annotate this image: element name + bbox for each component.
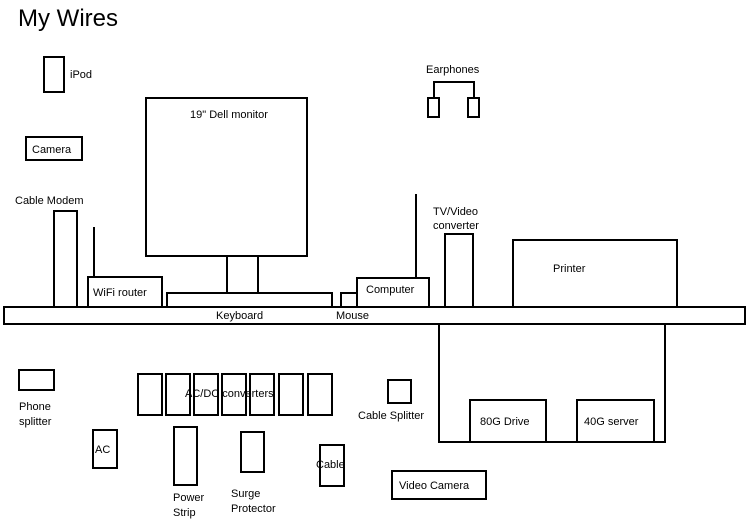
cable-splitter-box — [387, 379, 412, 404]
ac-dc-converter — [307, 373, 333, 416]
keyboard-label: Keyboard — [216, 310, 263, 322]
earphone-right — [467, 97, 480, 118]
monitor-screen — [145, 97, 308, 257]
ipod-box — [43, 56, 65, 93]
ac-dc-converters — [137, 373, 333, 416]
earphones-band — [433, 81, 475, 98]
ac-dc-converter — [278, 373, 304, 416]
printer-box — [512, 239, 678, 308]
server-40g-box — [576, 399, 655, 443]
ipod-label: iPod — [70, 69, 92, 81]
under-desk-cabinet — [438, 324, 666, 443]
cable-splitter-label: Cable Splitter — [358, 410, 424, 422]
desk-shelf — [3, 306, 746, 325]
camera-label: Camera — [32, 144, 72, 156]
phone-splitter-label-2: splitter — [19, 416, 52, 428]
cable-box — [319, 444, 345, 487]
earphones-label: Earphones — [426, 64, 480, 76]
keyboard-box — [166, 292, 333, 308]
ac-label: AC — [95, 444, 110, 456]
surge-protector-label-2: Protector — [231, 503, 276, 515]
power-strip-label-2: Strip — [173, 507, 196, 519]
drive-80g-box — [469, 399, 547, 443]
printer-label: Printer — [553, 263, 586, 275]
tv-video-converter-box — [444, 233, 474, 308]
wifi-router-box — [87, 276, 163, 308]
cable-modem-box — [53, 210, 78, 308]
ac-dc-converter — [165, 373, 191, 416]
tv-video-label-1: TV/Video — [433, 206, 478, 218]
phone-splitter-box — [18, 369, 55, 391]
ac-dc-converter — [137, 373, 163, 416]
ac-dc-converter — [193, 373, 219, 416]
monitor-stand — [226, 255, 259, 295]
cable-label: Cable — [316, 459, 345, 471]
monitor-label: 19" Dell monitor — [190, 109, 268, 121]
drive-80g-label: 80G Drive — [480, 416, 530, 428]
power-strip-label-1: Power — [173, 492, 205, 504]
ac-dc-converter — [249, 373, 275, 416]
cable-modem-label: Cable Modem — [15, 195, 83, 207]
video-camera-box — [391, 470, 487, 500]
power-strip-box — [173, 426, 198, 486]
tv-video-label-2: converter — [433, 220, 479, 232]
surge-protector-label-1: Surge — [231, 488, 260, 500]
server-40g-label: 40G server — [584, 416, 639, 428]
ac-dc-label: AC/DC converters — [185, 388, 274, 400]
camera-box — [25, 136, 83, 161]
video-camera-label: Video Camera — [399, 480, 470, 492]
earphone-left — [427, 97, 440, 118]
computer-label: Computer — [366, 284, 415, 296]
ac-box — [92, 429, 118, 469]
mouse-label: Mouse — [336, 310, 369, 322]
phone-splitter-label-1: Phone — [19, 401, 51, 413]
ac-dc-converter — [221, 373, 247, 416]
wifi-router-label: WiFi router — [93, 287, 147, 299]
surge-protector-box — [240, 431, 265, 473]
page-title: My Wires — [18, 5, 118, 32]
